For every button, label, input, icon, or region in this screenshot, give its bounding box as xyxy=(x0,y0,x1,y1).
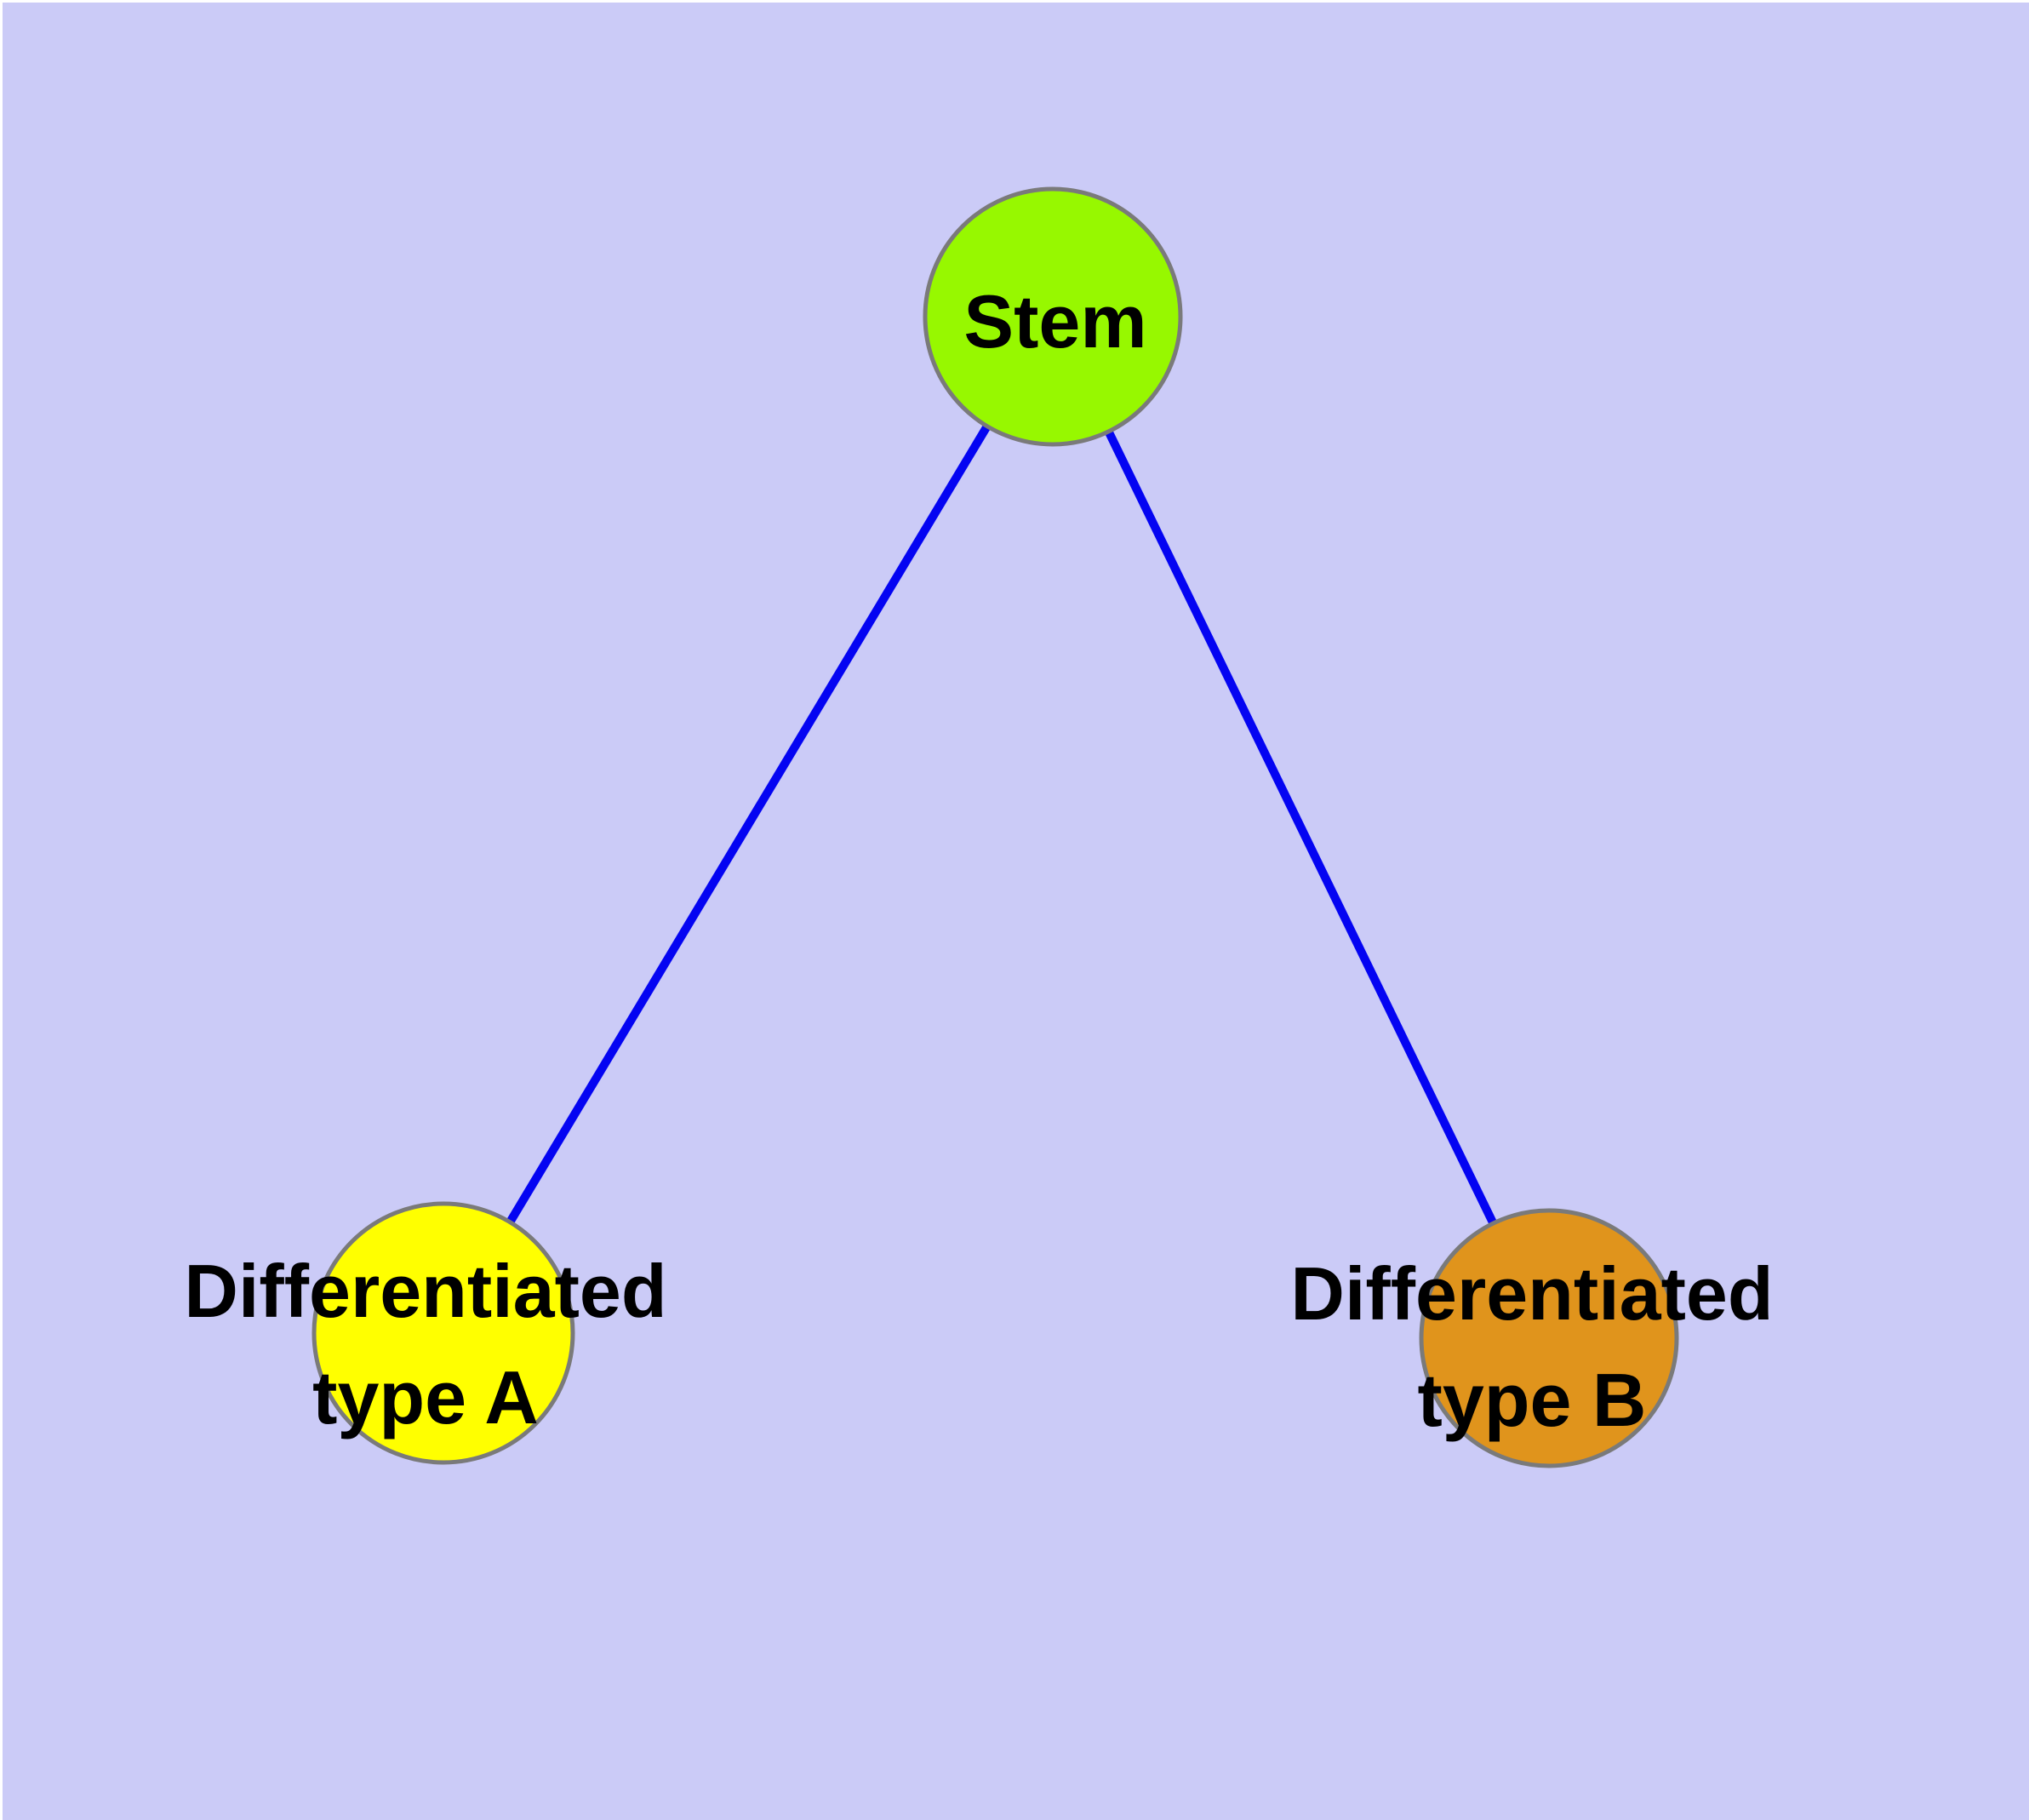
node-labels: Stem Differentiated type A Differentiate… xyxy=(184,279,1773,1442)
node-type-b-label-line2: type B xyxy=(1418,1358,1647,1442)
node-stem xyxy=(923,186,1183,447)
node-type-a-label-line1: Differentiated xyxy=(184,1249,666,1333)
node-type-a-label-line2: type A xyxy=(312,1355,539,1439)
node-differentiated-type-b xyxy=(1419,1208,1679,1468)
node-differentiated-type-a xyxy=(311,1201,575,1465)
edge-stem-to-type-a xyxy=(439,314,1057,1336)
nodes xyxy=(311,186,1679,1468)
edges xyxy=(439,314,1553,1341)
node-type-b-label-line1: Differentiated xyxy=(1290,1251,1773,1336)
edge-stem-to-type-b xyxy=(1049,314,1553,1341)
node-stem-label: Stem xyxy=(963,279,1146,363)
